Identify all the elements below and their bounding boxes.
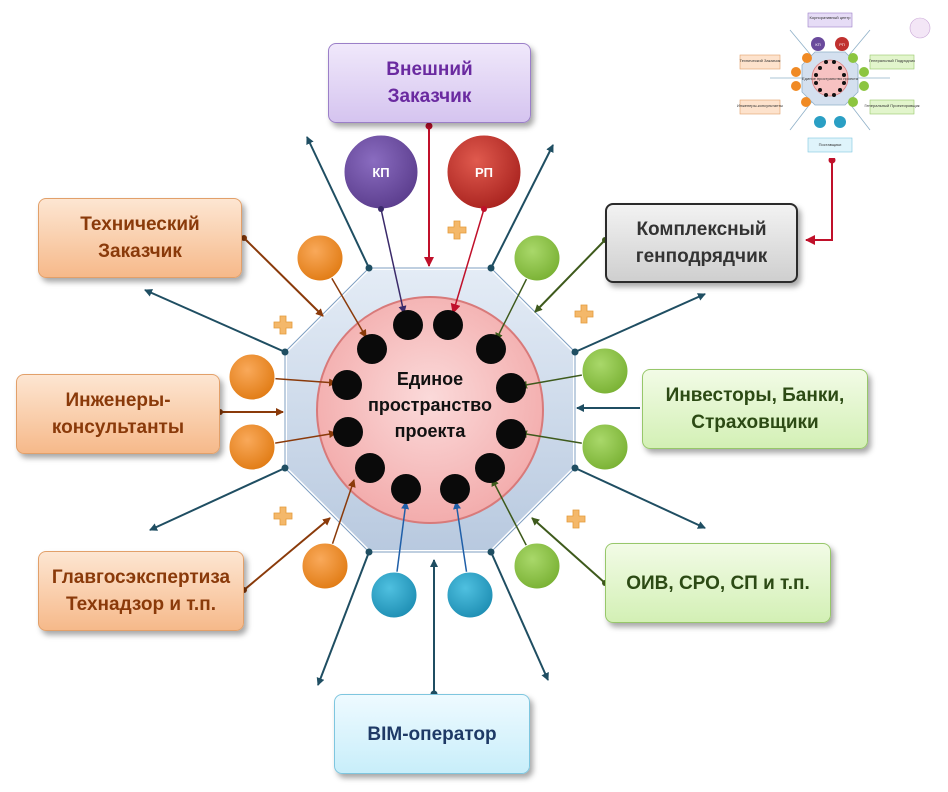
kp-node: КП bbox=[343, 134, 419, 210]
box-tekhnicheskiy-zakazchik: Технический Заказчик bbox=[38, 198, 242, 278]
svg-text:КП: КП bbox=[815, 42, 820, 47]
plus-icons bbox=[273, 220, 594, 529]
teal-nodes bbox=[370, 571, 494, 619]
orange-nodes bbox=[228, 234, 349, 590]
box-kompleksny-genpodryadchik: Комплексный генподрядчик bbox=[605, 203, 798, 283]
outward-arrows bbox=[144, 136, 706, 694]
svg-text:Поставщики: Поставщики bbox=[819, 142, 842, 147]
central-label: Единое пространство проекта bbox=[368, 369, 492, 441]
rp-node: РП bbox=[446, 134, 522, 210]
box-vneshniy-zakazchik: Внешний Заказчик bbox=[328, 43, 531, 123]
box-arrows bbox=[220, 237, 606, 591]
green-nodes bbox=[513, 234, 629, 590]
box-inzhenery-konsultanty: Инженеры- консультанты bbox=[16, 374, 220, 454]
box-bim-operator: BIM-оператор bbox=[334, 694, 530, 774]
box-oiv: ОИВ, СРО, СП и т.п. bbox=[605, 543, 831, 623]
svg-text:РП: РП bbox=[839, 42, 845, 47]
red-arrows bbox=[424, 124, 833, 267]
svg-text:Инженеры-консультанты: Инженеры-консультанты bbox=[737, 103, 783, 108]
kp-node-label: КП bbox=[372, 165, 389, 180]
box-glavgosekspertiza: Главгосэкспертиза Технадзор и т.п. bbox=[38, 551, 244, 631]
svg-text:Технический Заказчик: Технический Заказчик bbox=[740, 58, 781, 63]
thumbnail-diagram: Корпоративный центр Технический Заказчик… bbox=[734, 8, 940, 158]
black-dots bbox=[332, 310, 526, 504]
box-investory: Инвесторы, Банки, Страховщики bbox=[642, 369, 868, 449]
rp-node-label: РП bbox=[475, 165, 493, 180]
svg-text:Генеральный Подрядчик: Генеральный Подрядчик bbox=[869, 58, 915, 63]
svg-text:Единое пространство проекта: Единое пространство проекта bbox=[802, 76, 859, 81]
svg-text:Генеральный Проектировщик: Генеральный Проектировщик bbox=[864, 103, 919, 108]
svg-text:Корпоративный центр: Корпоративный центр bbox=[810, 15, 852, 20]
